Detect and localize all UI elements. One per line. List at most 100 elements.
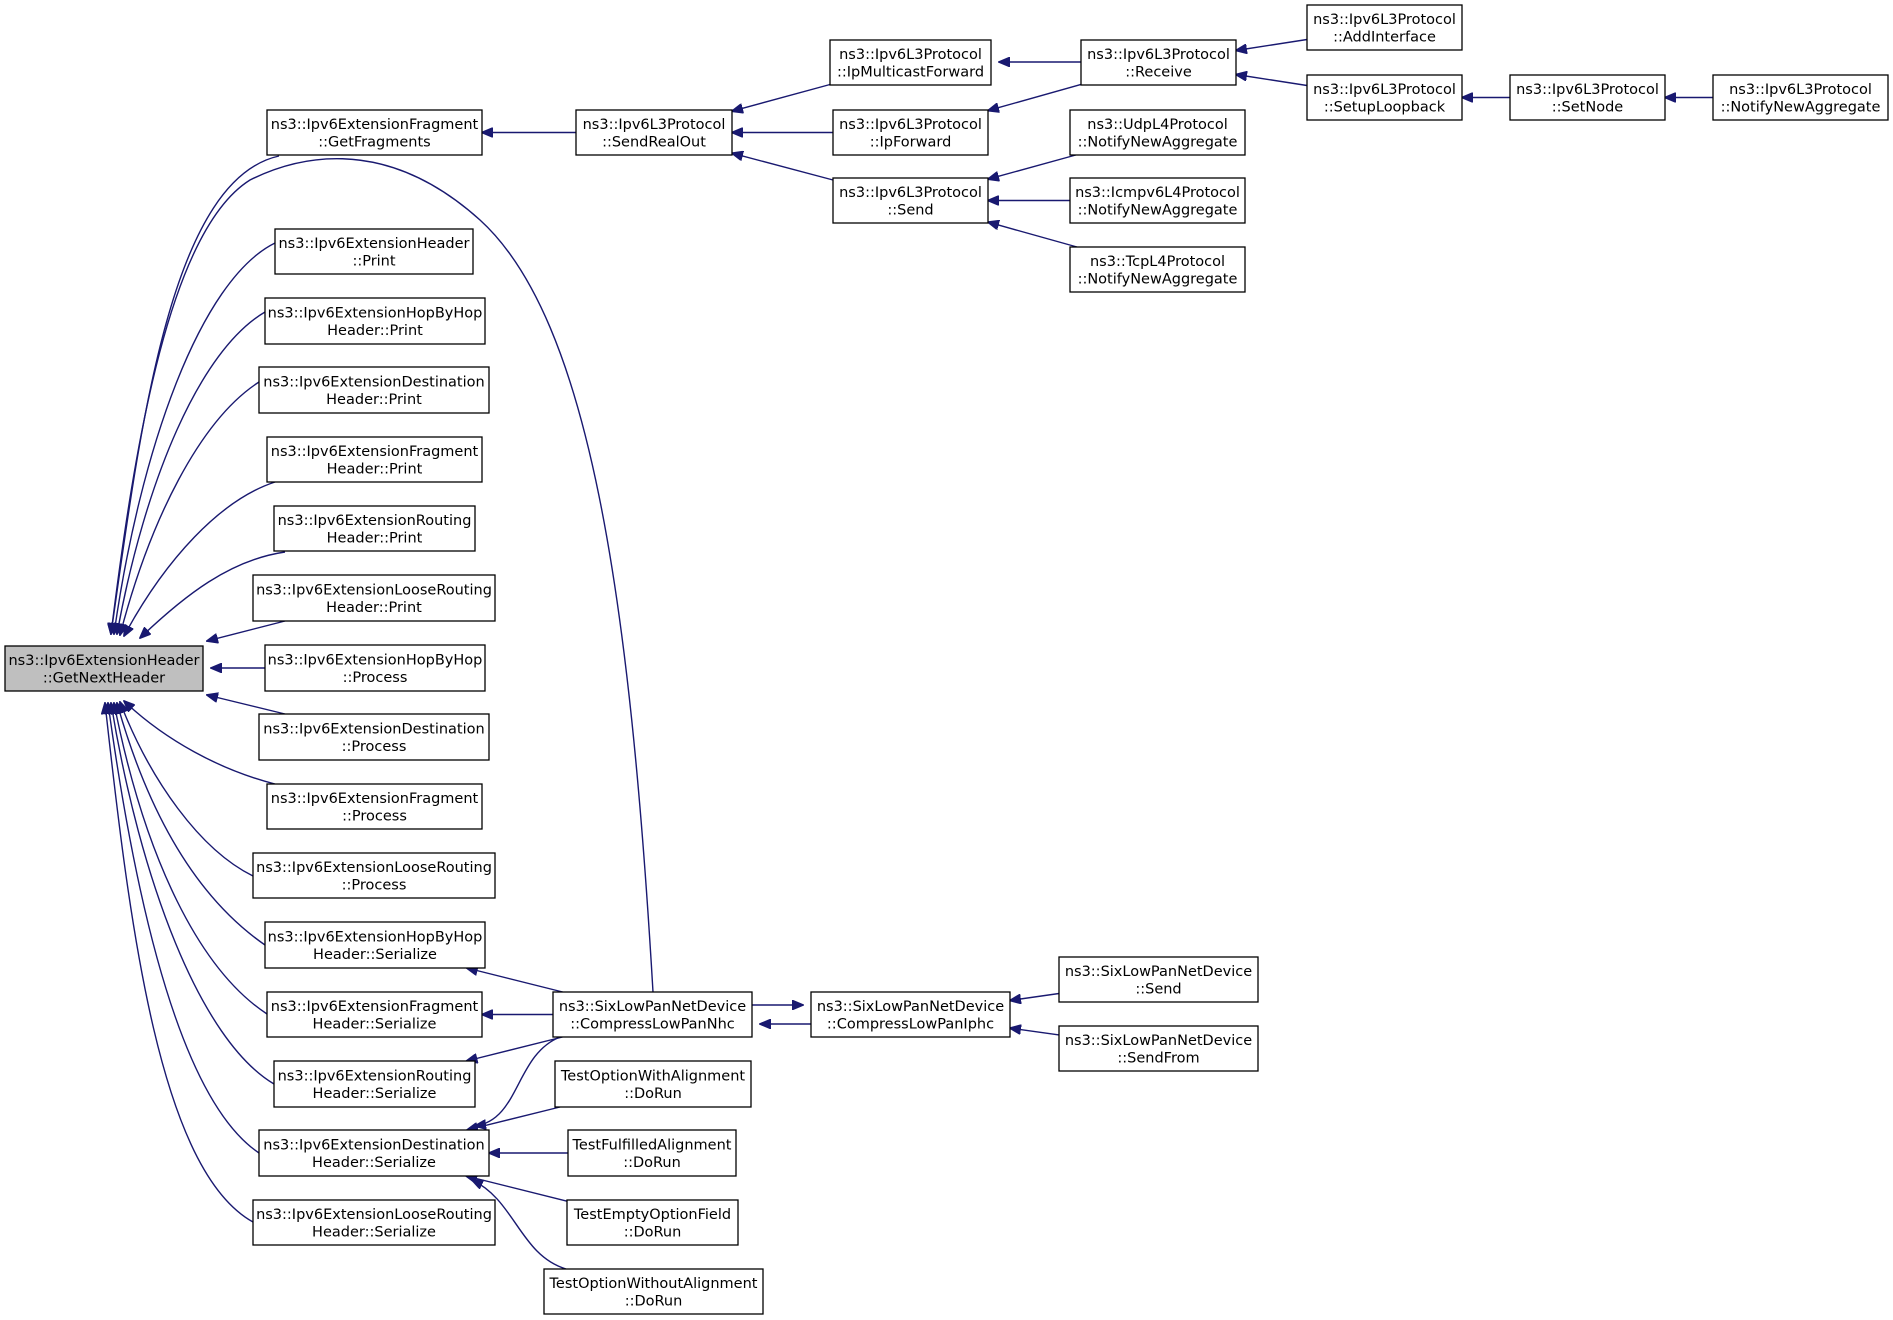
edge-tcp-to-l3Send bbox=[988, 222, 1078, 248]
node-sendReal[interactable]: ns3::Ipv6L3Protocol::SendRealOut bbox=[575, 109, 733, 156]
node-label-line: ns3::Ipv6L3Protocol bbox=[1313, 12, 1456, 28]
node-box bbox=[1509, 74, 1666, 121]
node-box bbox=[4, 645, 204, 692]
node-label-line: ::NotifyNewAggregate bbox=[1078, 271, 1238, 287]
node-addIf[interactable]: ns3::Ipv6L3Protocol::AddInterface bbox=[1306, 4, 1463, 51]
node-box bbox=[567, 1129, 737, 1177]
edge-nhc-to-dstSer bbox=[475, 1036, 561, 1126]
node-label-line: ::CompressLowPanNhc bbox=[570, 1016, 735, 1032]
node-box bbox=[566, 1199, 739, 1246]
edge-extPrint-to-root bbox=[114, 242, 276, 634]
edge-lrProc-to-root bbox=[120, 702, 254, 877]
node-setNode[interactable]: ns3::Ipv6L3Protocol::SetNode bbox=[1509, 74, 1666, 121]
node-label-line: ::GetFragments bbox=[318, 134, 430, 150]
node-udp[interactable]: ns3::UdpL4Protocol::NotifyNewAggregate bbox=[1069, 109, 1246, 156]
edge-lrPrint-to-root bbox=[207, 620, 286, 641]
node-dstPrint[interactable]: ns3::Ipv6ExtensionDestinationHeader::Pri… bbox=[258, 366, 490, 414]
node-receive[interactable]: ns3::Ipv6L3Protocol::Receive bbox=[1080, 39, 1237, 86]
node-label-line: TestOptionWithoutAlignment bbox=[549, 1276, 758, 1292]
edge-l3Send-to-sendReal bbox=[732, 153, 834, 181]
node-label-line: ns3::Ipv6L3Protocol bbox=[1516, 82, 1659, 98]
edge-frgProc-to-root bbox=[124, 701, 276, 785]
edge-nhc-to-root bbox=[111, 157, 654, 993]
node-tWith[interactable]: TestOptionWithAlignment::DoRun bbox=[554, 1060, 752, 1108]
node-l3Send[interactable]: ns3::Ipv6L3Protocol::Send bbox=[832, 177, 989, 224]
node-label-line: Header::Print bbox=[327, 323, 423, 339]
edge-hbhSer-to-root bbox=[117, 703, 266, 946]
node-box bbox=[252, 852, 496, 899]
node-iphc[interactable]: ns3::SixLowPanNetDevice::CompressLowPanI… bbox=[810, 991, 1011, 1038]
node-icmp[interactable]: ns3::Icmpv6L4Protocol::NotifyNewAggregat… bbox=[1069, 177, 1246, 224]
edge-slSend-to-iphc bbox=[1010, 992, 1060, 1001]
node-label-line: ns3::Ipv6L3Protocol bbox=[839, 47, 982, 63]
node-tFul[interactable]: TestFulfilledAlignment::DoRun bbox=[567, 1129, 737, 1177]
node-slSend[interactable]: ns3::SixLowPanNetDevice::Send bbox=[1058, 956, 1259, 1003]
node-label-line: Header::Serialize bbox=[313, 1086, 437, 1102]
node-hbhProc[interactable]: ns3::Ipv6ExtensionHopByHop::Process bbox=[264, 644, 486, 692]
node-box bbox=[264, 921, 486, 969]
node-box bbox=[252, 574, 496, 622]
node-label-line: ns3::UdpL4Protocol bbox=[1087, 117, 1228, 133]
node-rtgSer[interactable]: ns3::Ipv6ExtensionRoutingHeader::Seriali… bbox=[273, 1060, 476, 1108]
node-nhc[interactable]: ns3::SixLowPanNetDevice::CompressLowPanN… bbox=[552, 991, 753, 1038]
node-box bbox=[273, 505, 476, 552]
node-label-line: ::SetNode bbox=[1552, 99, 1624, 115]
node-label-line: ns3::Ipv6L3Protocol bbox=[1729, 82, 1872, 98]
node-box bbox=[264, 297, 486, 345]
node-label-line: ::DoRun bbox=[624, 1224, 682, 1240]
edge-udp-to-l3Send bbox=[988, 154, 1076, 179]
node-setupLb[interactable]: ns3::Ipv6L3Protocol::SetupLoopback bbox=[1306, 74, 1463, 121]
node-label-line: Header::Serialize bbox=[312, 1224, 436, 1240]
node-box bbox=[266, 783, 483, 830]
node-extPrint[interactable]: ns3::Ipv6ExtensionHeader::Print bbox=[274, 228, 474, 275]
node-box bbox=[252, 1199, 496, 1246]
node-tWithout[interactable]: TestOptionWithoutAlignment::DoRun bbox=[543, 1268, 764, 1315]
node-label-line: ns3::Ipv6ExtensionFragment bbox=[271, 444, 479, 460]
node-label-line: ::DoRun bbox=[623, 1155, 681, 1171]
edge-lrSer-to-root bbox=[105, 703, 254, 1223]
node-lrProc[interactable]: ns3::Ipv6ExtensionLooseRouting::Process bbox=[252, 852, 496, 899]
node-lrPrint[interactable]: ns3::Ipv6ExtensionLooseRoutingHeader::Pr… bbox=[252, 574, 496, 622]
node-tcp[interactable]: ns3::TcpL4Protocol::NotifyNewAggregate bbox=[1069, 246, 1246, 293]
node-ipFwd[interactable]: ns3::Ipv6L3Protocol::IpForward bbox=[832, 109, 989, 156]
node-box bbox=[1712, 74, 1889, 121]
node-ipMcast[interactable]: ns3::Ipv6L3Protocol::IpMulticastForward bbox=[829, 39, 992, 86]
node-label-line: ::GetNextHeader bbox=[43, 670, 165, 686]
node-box bbox=[1306, 74, 1463, 121]
edge-fragGet-to-root bbox=[111, 155, 280, 634]
node-label-line: ::SendRealOut bbox=[602, 134, 706, 150]
edge-dstSer-to-root bbox=[108, 703, 260, 1154]
node-label-line: ns3::Ipv6ExtensionLooseRouting bbox=[256, 582, 492, 598]
node-box bbox=[1058, 956, 1259, 1003]
node-slFrom[interactable]: ns3::SixLowPanNetDevice::SendFrom bbox=[1058, 1025, 1259, 1072]
node-dstProc[interactable]: ns3::Ipv6ExtensionDestination::Process bbox=[258, 713, 490, 761]
node-label-line: ns3::TcpL4Protocol bbox=[1090, 254, 1225, 270]
edge-dstProc-to-root bbox=[207, 695, 286, 715]
node-fragGet[interactable]: ns3::Ipv6ExtensionFragment::GetFragments bbox=[266, 109, 483, 156]
node-label-line: ns3::Ipv6ExtensionRouting bbox=[278, 1068, 472, 1084]
node-hbhSer[interactable]: ns3::Ipv6ExtensionHopByHopHeader::Serial… bbox=[264, 921, 486, 969]
node-root[interactable]: ns3::Ipv6ExtensionHeader::GetNextHeader bbox=[4, 645, 204, 692]
node-frgProc[interactable]: ns3::Ipv6ExtensionFragment::Process bbox=[266, 783, 483, 830]
node-notifyL3[interactable]: ns3::Ipv6L3Protocol::NotifyNewAggregate bbox=[1712, 74, 1889, 121]
node-box bbox=[832, 177, 989, 224]
node-box bbox=[575, 109, 733, 156]
node-label-line: Header::Print bbox=[326, 392, 422, 408]
edge-tWithout-to-dstSer bbox=[472, 1180, 567, 1270]
node-lrSer[interactable]: ns3::Ipv6ExtensionLooseRoutingHeader::Se… bbox=[252, 1199, 496, 1246]
node-frgSer[interactable]: ns3::Ipv6ExtensionFragmentHeader::Serial… bbox=[266, 991, 483, 1038]
node-box bbox=[258, 366, 490, 414]
edge-receive-to-ipFwd bbox=[988, 83, 1082, 110]
node-label-line: ns3::Ipv6ExtensionFragment bbox=[271, 999, 479, 1015]
node-label-line: Header::Serialize bbox=[312, 1155, 436, 1171]
edge-frgPrint-to-root bbox=[124, 481, 276, 636]
node-tEmpty[interactable]: TestEmptyOptionField::DoRun bbox=[566, 1199, 739, 1246]
edge-tEmpty-to-dstSer bbox=[466, 1176, 568, 1202]
node-box bbox=[1306, 4, 1463, 51]
node-label-line: ::NotifyNewAggregate bbox=[1721, 99, 1881, 115]
node-box bbox=[258, 713, 490, 761]
node-dstSer[interactable]: ns3::Ipv6ExtensionDestinationHeader::Ser… bbox=[258, 1129, 490, 1177]
